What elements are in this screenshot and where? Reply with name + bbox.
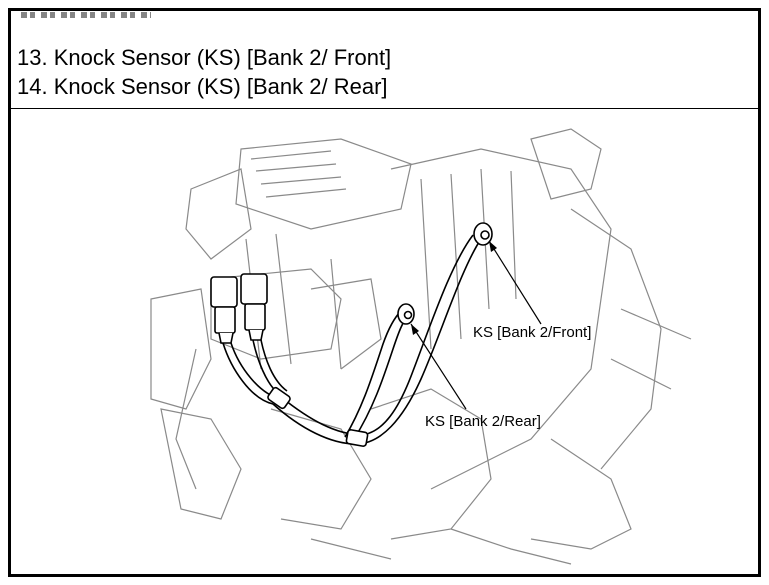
knock-sensor-illustration: KS [Bank 2/Front] KS [Bank 2/Rear] [11,109,758,574]
sensor-connectors [210,273,268,344]
leader-lines [410,240,542,410]
knock-sensor-front [473,222,493,246]
label-ks-bank2-front: KS [Bank 2/Front] [473,324,591,341]
sensor-harness-wires [222,234,482,447]
engine-block-sketch [150,128,692,565]
cropped-heading-fragment [21,12,151,18]
caption-line-rear: 14. Knock Sensor (KS) [Bank 2/ Rear] [17,74,388,99]
engine-diagram-svg: KS [Bank 2/Front] KS [Bank 2/Rear] [150,128,692,565]
document-frame: 13. Knock Sensor (KS) [Bank 2/ Front] 14… [8,8,761,577]
caption-header: 13. Knock Sensor (KS) [Bank 2/ Front] 14… [11,11,758,109]
knock-sensor-rear [397,303,415,325]
arrowhead-rear [411,324,419,335]
caption-line-front: 13. Knock Sensor (KS) [Bank 2/ Front] [17,45,392,70]
label-ks-bank2-rear: KS [Bank 2/Rear] [425,413,541,430]
arrowhead-front [489,241,497,252]
